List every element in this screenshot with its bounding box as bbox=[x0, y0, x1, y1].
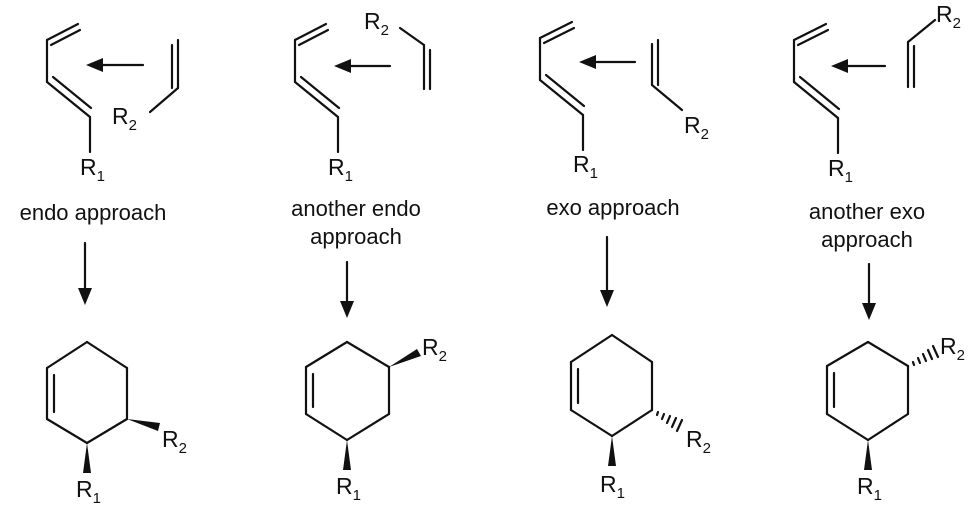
caption-endo-approach: endo approach bbox=[20, 200, 167, 225]
reaction-arrow-1 bbox=[78, 241, 92, 305]
dienophile-r2-label: R2 bbox=[112, 103, 137, 134]
approach-arrow-1 bbox=[86, 58, 145, 72]
caption-another-exo-line-1: another exo bbox=[809, 199, 925, 224]
caption-another-exo-line-2: approach bbox=[821, 227, 913, 252]
hash-bond-r2 bbox=[911, 344, 940, 367]
approach-arrow-3 bbox=[579, 55, 637, 69]
wedge-bond-r1 bbox=[608, 436, 616, 466]
diene-r1-label: R1 bbox=[828, 155, 853, 186]
dienophile-3 bbox=[650, 38, 684, 112]
approach-arrow-4 bbox=[831, 59, 887, 73]
hash-bond-r2 bbox=[655, 410, 684, 433]
dienophile-1 bbox=[148, 38, 180, 114]
product-r1-label: R1 bbox=[857, 473, 882, 504]
approach-arrow-2 bbox=[334, 59, 392, 73]
product-r2-label: R2 bbox=[940, 333, 965, 364]
panel-another-endo-approach: R1 R2 another endo approach R2 bbox=[291, 8, 447, 504]
diene-r1-label: R1 bbox=[328, 154, 353, 185]
panel-endo-approach: R1 R2 endo approach bbox=[20, 22, 187, 507]
product-r1-label: R1 bbox=[336, 473, 361, 504]
dienophile-r2-label: R2 bbox=[364, 8, 389, 39]
product-ring-3 bbox=[569, 333, 684, 466]
diene-4 bbox=[792, 22, 841, 155]
wedge-bond-r1 bbox=[83, 443, 91, 473]
diene-r1-label: R1 bbox=[573, 151, 598, 182]
dienophile-2 bbox=[398, 26, 432, 91]
product-r2-label: R2 bbox=[162, 426, 187, 457]
dienophile-4 bbox=[906, 18, 937, 89]
product-ring-2 bbox=[304, 340, 421, 470]
caption-another-endo-line-2: approach bbox=[310, 224, 402, 249]
product-r1-label: R1 bbox=[600, 471, 625, 502]
diene-3 bbox=[538, 20, 586, 152]
product-r2-label: R2 bbox=[686, 426, 711, 457]
diene-1 bbox=[45, 22, 93, 154]
reaction-arrow-4 bbox=[862, 262, 876, 320]
caption-exo-approach: exo approach bbox=[546, 195, 679, 220]
dienophile-r2-label: R2 bbox=[684, 112, 709, 143]
wedge-bond-r2 bbox=[127, 419, 160, 431]
panel-exo-approach: R1 R2 exo approach bbox=[538, 20, 711, 502]
product-r1-label: R1 bbox=[76, 476, 101, 507]
product-r2-label: R2 bbox=[422, 334, 447, 365]
caption-another-endo-line-1: another endo bbox=[291, 196, 421, 221]
wedge-bond-r1 bbox=[343, 440, 351, 470]
diene-2 bbox=[293, 22, 341, 154]
diene-r1-label: R1 bbox=[80, 154, 105, 185]
reaction-arrow-2 bbox=[340, 260, 354, 318]
wedge-bond-r2 bbox=[389, 349, 421, 367]
reaction-arrow-3 bbox=[600, 235, 614, 307]
dienophile-r2-label: R2 bbox=[936, 1, 961, 32]
panel-another-exo-approach: R1 R2 another exo approach bbox=[792, 1, 965, 504]
product-ring-1 bbox=[45, 340, 160, 473]
wedge-bond-r1 bbox=[864, 440, 872, 470]
product-ring-4 bbox=[825, 340, 940, 470]
